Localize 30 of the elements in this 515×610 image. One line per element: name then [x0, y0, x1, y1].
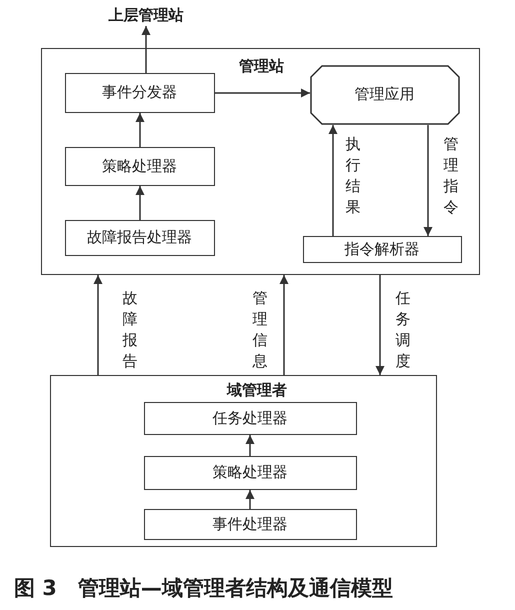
box-heading: 管理站 [239, 57, 284, 76]
process-box: 策略处理器 [64, 146, 214, 186]
arrow [136, 186, 144, 220]
arrow [94, 275, 102, 375]
box-heading: 域管理者 [227, 381, 287, 400]
arrow [376, 275, 384, 375]
application-box: 管理应用 [310, 64, 460, 124]
arrow [328, 125, 338, 236]
arrow [142, 26, 150, 73]
arrow [424, 125, 432, 236]
process-box: 故障报告处理器 [64, 220, 214, 256]
figure-caption: 图 3 管理站—域管理者结构及通信模型 [14, 575, 393, 602]
arrow [246, 435, 254, 456]
process-box: 指令解析器 [302, 236, 462, 262]
container-box [41, 48, 480, 275]
edge-label: 任务调度 [395, 288, 411, 372]
edge-label: 管理信息 [252, 288, 268, 372]
edge-label: 故障报告 [122, 288, 138, 372]
process-box: 任务处理器 [144, 402, 356, 434]
edge-label: 管理指令 [443, 134, 459, 218]
arrow [136, 113, 144, 147]
arrow [280, 275, 288, 375]
station-label: 上层管理站 [105, 4, 187, 26]
container-box [50, 375, 437, 547]
process-box: 事件分发器 [64, 72, 214, 112]
arrow [246, 490, 254, 509]
arrow [215, 88, 310, 98]
process-box: 事件处理器 [144, 508, 356, 540]
edge-label: 执行结果 [345, 134, 361, 218]
process-box: 策略处理器 [144, 456, 356, 490]
